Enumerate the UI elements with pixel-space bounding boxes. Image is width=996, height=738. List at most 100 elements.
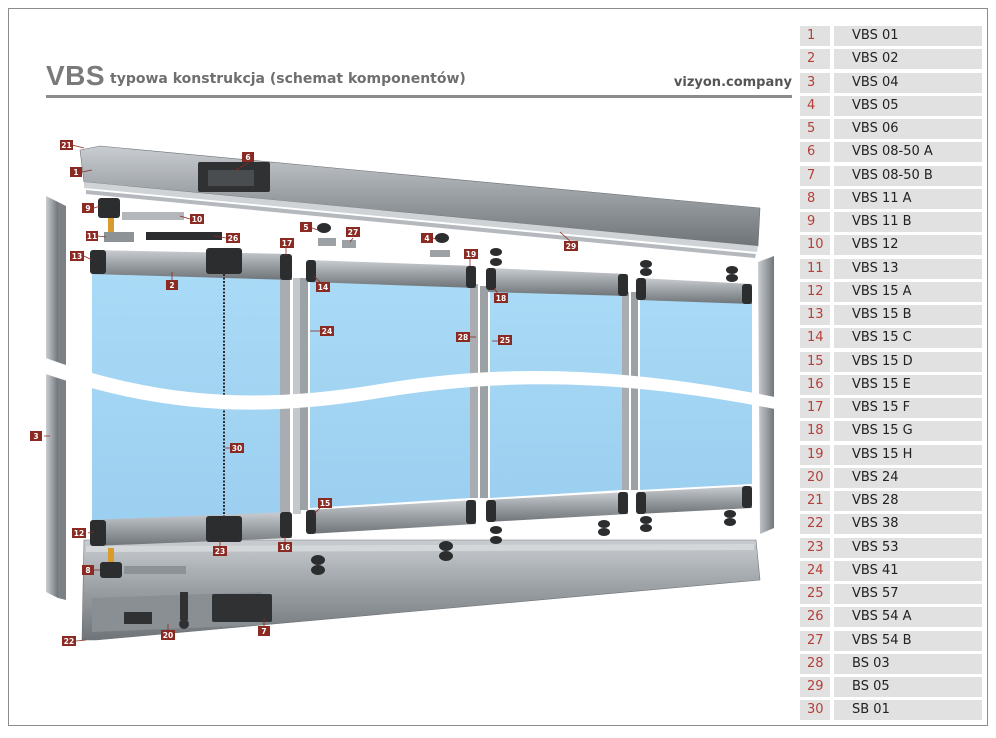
legend-number: 12 — [800, 281, 830, 302]
callout-tag: 7 — [258, 626, 270, 636]
callout-tag: 24 — [320, 326, 334, 336]
legend-number: 26 — [800, 607, 830, 628]
legend-code: VBS 57 — [834, 584, 982, 604]
callout-tags: 21 1 6 9 10 11 26 5 27 4 29 13 2 17 14 1… — [30, 140, 578, 646]
callout-tag: 16 — [278, 542, 292, 552]
right-wall-profile — [758, 256, 774, 534]
legend-number: 7 — [800, 165, 830, 186]
legend-code: VBS 01 — [834, 26, 982, 46]
callout-tag: 17 — [280, 238, 294, 248]
legend-code: VBS 15 F — [834, 398, 982, 418]
legend-number: 13 — [800, 305, 830, 325]
bottom-sashes — [90, 486, 752, 546]
callout-tag: 28 — [456, 332, 470, 342]
legend-number: 18 — [800, 421, 830, 442]
legend-code: VBS 15 B — [834, 305, 982, 325]
legend-number: 25 — [800, 584, 830, 604]
legend-number: 14 — [800, 328, 830, 349]
legend-code: VBS 28 — [834, 491, 982, 511]
svg-text:1: 1 — [73, 168, 78, 177]
legend-number: 29 — [800, 677, 830, 697]
legend-number: 9 — [800, 212, 830, 232]
legend-code: VBS 06 — [834, 119, 982, 139]
svg-text:15: 15 — [320, 499, 330, 508]
svg-text:21: 21 — [61, 141, 71, 150]
top-sashes — [90, 248, 752, 304]
top-rail — [79, 145, 761, 258]
svg-text:17: 17 — [282, 239, 292, 248]
legend-code: VBS 24 — [834, 467, 982, 488]
callout-tag: 27 — [346, 227, 360, 237]
legend-code: VBS 15 C — [834, 328, 982, 349]
glass-panels — [92, 270, 752, 524]
svg-text:2: 2 — [169, 281, 174, 290]
legend-number: 5 — [800, 119, 830, 139]
header: VBS typowa konstrukcja (schemat komponen… — [46, 60, 792, 98]
legend-code: VBS 15 G — [834, 421, 982, 442]
svg-text:9: 9 — [85, 204, 90, 213]
legend-number: 21 — [800, 491, 830, 511]
legend-code: VBS 15 A — [834, 281, 982, 302]
legend-code: VBS 53 — [834, 537, 982, 558]
callout-tag: 15 — [318, 498, 332, 508]
legend-number: 28 — [800, 653, 830, 674]
callout-tag: 19 — [464, 249, 478, 259]
legend-code: VBS 38 — [834, 514, 982, 535]
legend-code: VBS 05 — [834, 95, 982, 116]
page-subtitle: typowa konstrukcja (schemat komponentów) — [110, 71, 466, 87]
legend-number: 2 — [800, 49, 830, 70]
legend-code: BS 03 — [834, 653, 982, 674]
callout-tag: 8 — [82, 565, 94, 575]
callout-tag: 12 — [72, 528, 86, 538]
legend-code: VBS 41 — [834, 560, 982, 581]
left-wall-profile — [46, 196, 66, 600]
callout-tag: 1 — [70, 167, 82, 177]
svg-text:12: 12 — [74, 529, 84, 538]
legend-number: 23 — [800, 537, 830, 558]
legend-code: VBS 08-50 A — [834, 142, 982, 163]
callout-tag: 21 — [60, 140, 73, 150]
svg-text:6: 6 — [245, 153, 250, 162]
svg-text:25: 25 — [500, 336, 510, 345]
legend-number: 22 — [800, 514, 830, 535]
callout-tag: 22 — [62, 636, 76, 646]
callout-tag: 2 — [166, 280, 178, 290]
callout-tag: 20 — [161, 630, 175, 640]
callout-tag: 9 — [82, 203, 94, 213]
callout-tag: 25 — [498, 335, 512, 345]
legend-code: VBS 11 B — [834, 212, 982, 232]
legend-code: VBS 02 — [834, 49, 982, 70]
svg-text:20: 20 — [163, 631, 173, 640]
callout-tag: 13 — [70, 251, 84, 261]
svg-text:7: 7 — [261, 627, 266, 636]
callout-tag: 18 — [494, 293, 508, 303]
svg-text:22: 22 — [64, 637, 74, 646]
svg-text:26: 26 — [228, 234, 238, 243]
legend-number: 10 — [800, 235, 830, 256]
legend-number: 20 — [800, 467, 830, 488]
top-lock-box — [198, 162, 270, 192]
svg-text:14: 14 — [318, 283, 328, 292]
callout-tag: 3 — [30, 431, 42, 441]
legend-number: 16 — [800, 374, 830, 395]
